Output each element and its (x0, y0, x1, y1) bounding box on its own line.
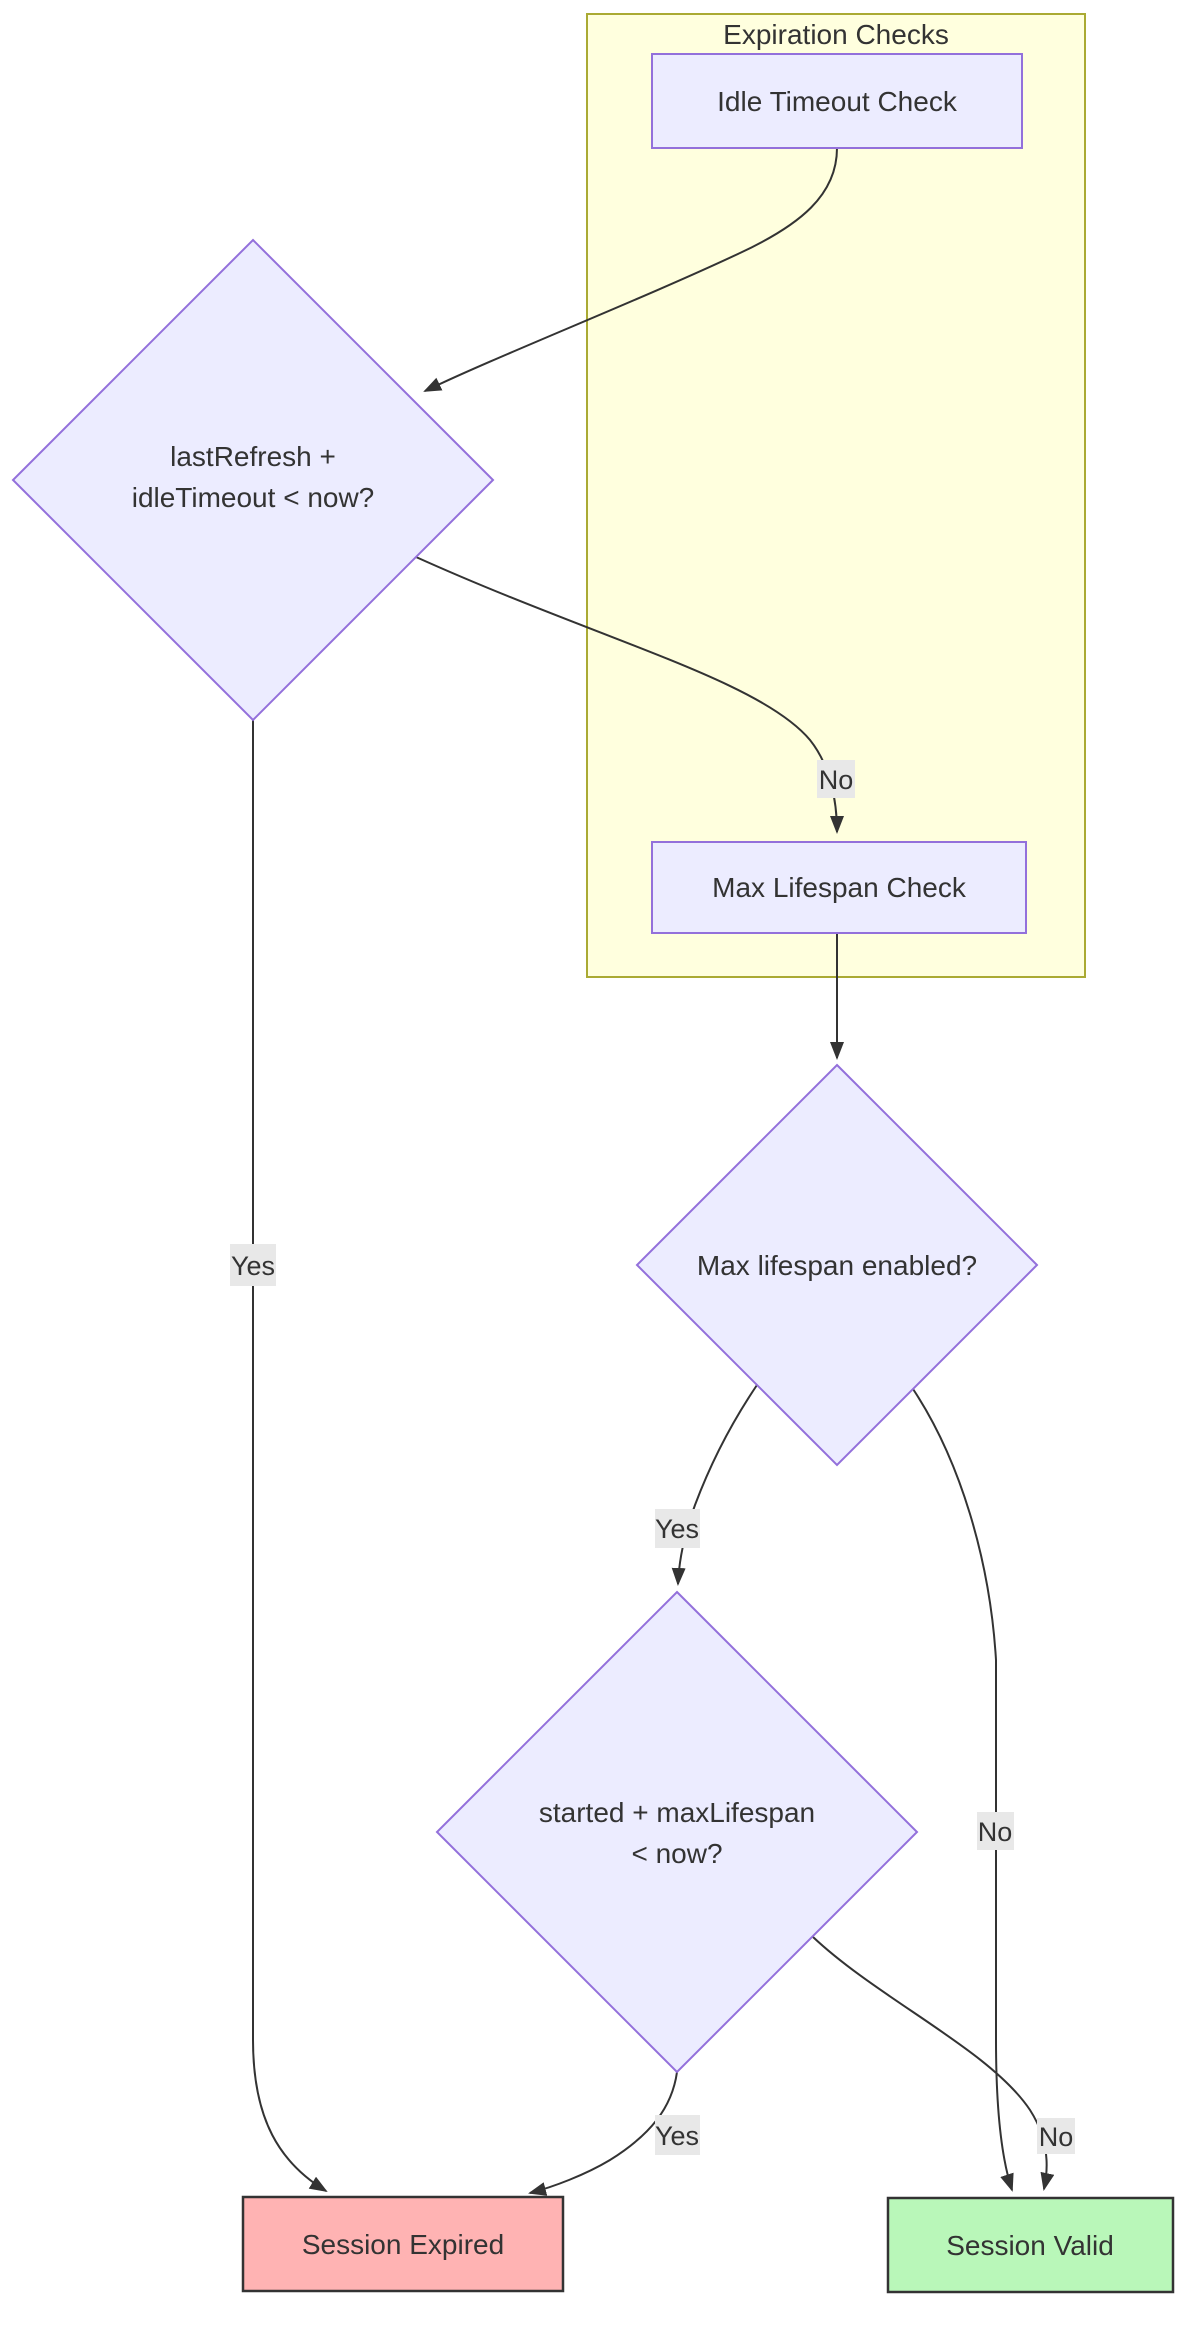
node-session-valid-label: Session Valid (946, 2230, 1114, 2261)
node-session-expired: Session Expired (241, 2195, 565, 2293)
edge-max-enabled-no-to-session-valid (912, 1388, 1014, 2192)
node-started-decision-line2: < now? (631, 1838, 722, 1869)
edge-started-yes-to-session-expired (528, 2071, 678, 2196)
node-max-lifespan-check: Max Lifespan Check (651, 841, 1027, 934)
edge-label-no-text: No (978, 1817, 1013, 1847)
node-started-decision-line1: started + maxLifespan (539, 1797, 815, 1828)
edge-label-max-enabled-no: No (977, 1812, 1014, 1850)
node-session-valid: Session Valid (886, 2196, 1175, 2294)
edge-label-yes-text: Yes (231, 1251, 275, 1281)
node-idle-decision: lastRefresh + idleTimeout < now? (11, 238, 495, 722)
edge-max-enabled-yes-to-started-decision (671, 1384, 758, 1586)
edge-idle-decision-yes-to-session-expired (252, 720, 328, 2193)
node-idle-timeout-check-label: Idle Timeout Check (717, 86, 958, 117)
node-max-lifespan-check-label: Max Lifespan Check (712, 872, 967, 903)
node-max-enabled-decision: Max lifespan enabled? (635, 1063, 1039, 1467)
edge-idle-check-to-idle-decision (423, 147, 838, 392)
edge-label-yes-text: Yes (655, 1514, 699, 1544)
edge-label-no-text: No (819, 765, 854, 795)
node-idle-decision-line2: idleTimeout < now? (132, 482, 375, 513)
edge-label-started-yes: Yes (655, 2115, 700, 2155)
edge-label-started-no: No (1037, 2118, 1075, 2154)
node-started-decision: started + maxLifespan < now? (435, 1590, 919, 2074)
edge-label-yes-text: Yes (655, 2121, 699, 2151)
edge-started-no-to-session-valid (812, 1936, 1055, 2191)
edge-label-no-text: No (1039, 2122, 1074, 2152)
node-session-expired-label: Session Expired (302, 2229, 504, 2260)
edge-label-idle-decision-yes: Yes (230, 1244, 276, 1286)
edge-label-idle-decision-no: No (817, 760, 855, 798)
node-idle-timeout-check: Idle Timeout Check (651, 53, 1023, 149)
edge-label-max-enabled-yes: Yes (655, 1509, 700, 1548)
node-max-enabled-decision-label: Max lifespan enabled? (697, 1250, 977, 1281)
node-idle-decision-line1: lastRefresh + (170, 441, 336, 472)
cluster-title: Expiration Checks (723, 19, 949, 50)
